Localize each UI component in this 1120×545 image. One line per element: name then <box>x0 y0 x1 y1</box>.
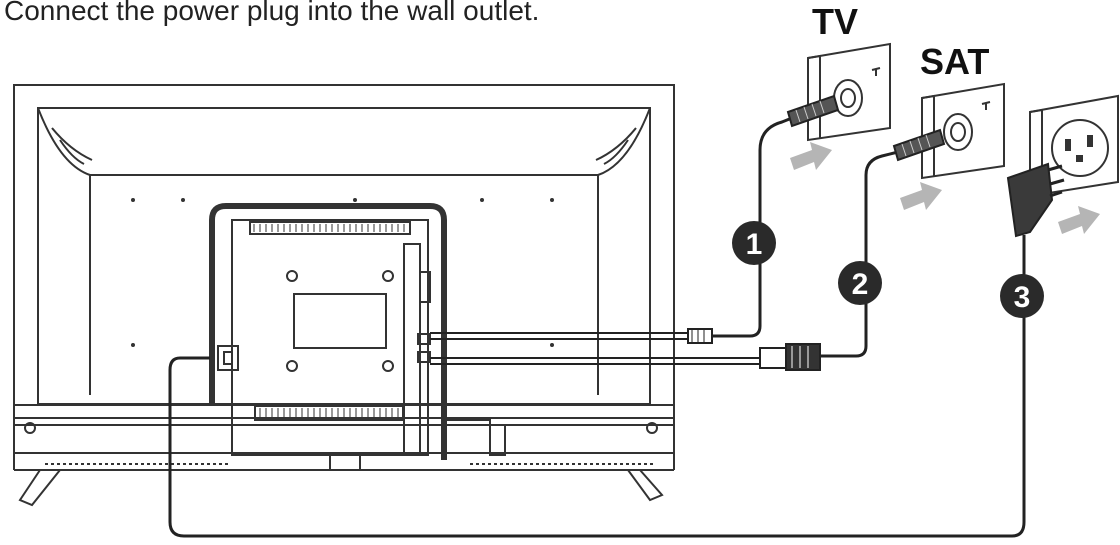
mount-hole-bl <box>287 361 297 371</box>
tv-outlet-edge <box>808 56 820 138</box>
tv-inner-panel <box>38 108 650 404</box>
mount-hole-br <box>383 361 393 371</box>
tv-wall-outlet <box>808 44 890 140</box>
step-number-2: 2 <box>852 268 869 301</box>
power-plug <box>1008 164 1064 236</box>
sat-outlet-socket-inner <box>951 123 965 141</box>
tv-outlet-socket-inner <box>841 89 855 107</box>
tv-outer-frame <box>14 85 674 425</box>
power-socket-pin-right <box>1088 136 1092 146</box>
power-plug-body <box>1008 164 1052 236</box>
mount-hole-tr <box>383 271 393 281</box>
tv-coax-plug <box>788 96 838 126</box>
sat-cable <box>820 152 898 356</box>
tv-right-vent-2 <box>604 140 628 164</box>
tv-arrow-icon <box>790 142 832 170</box>
tv-right-curve <box>598 108 650 395</box>
step-badges: 1 2 3 <box>732 221 1044 318</box>
step-number-1: 1 <box>746 228 763 261</box>
sat-coax-plug <box>894 130 944 160</box>
sat-f-connector-nut <box>786 344 820 370</box>
port-strip <box>404 244 420 454</box>
satellite-symbol-icon <box>982 102 990 110</box>
power-inlet <box>218 346 238 370</box>
tv-leg-right <box>628 470 662 500</box>
tv-left-curve <box>38 108 90 395</box>
tv-leg-left <box>20 470 60 505</box>
tv-left-vent-2 <box>60 140 84 164</box>
stand-foot <box>330 455 360 470</box>
power-socket-pin-left <box>1066 140 1070 150</box>
rear-bottom-vent-slots <box>260 408 398 418</box>
power-inlet-socket <box>224 352 232 364</box>
power-socket-pin-ground <box>1077 156 1082 161</box>
power-arrow-icon <box>1058 206 1100 234</box>
step-number-3: 3 <box>1014 281 1031 314</box>
sat-arrow-icon <box>900 182 942 210</box>
tv-coax-plug-body <box>788 96 838 126</box>
sat-outlet-socket <box>944 114 972 150</box>
tv-legs <box>20 470 662 505</box>
mount-hole-tl <box>287 271 297 281</box>
rear-top-vent-slots <box>254 224 404 232</box>
sat-f-connector-body <box>760 348 786 368</box>
antenna-symbol-icon <box>872 68 880 76</box>
sat-coax-plug-body <box>894 130 944 160</box>
rear-label-area <box>294 294 386 348</box>
